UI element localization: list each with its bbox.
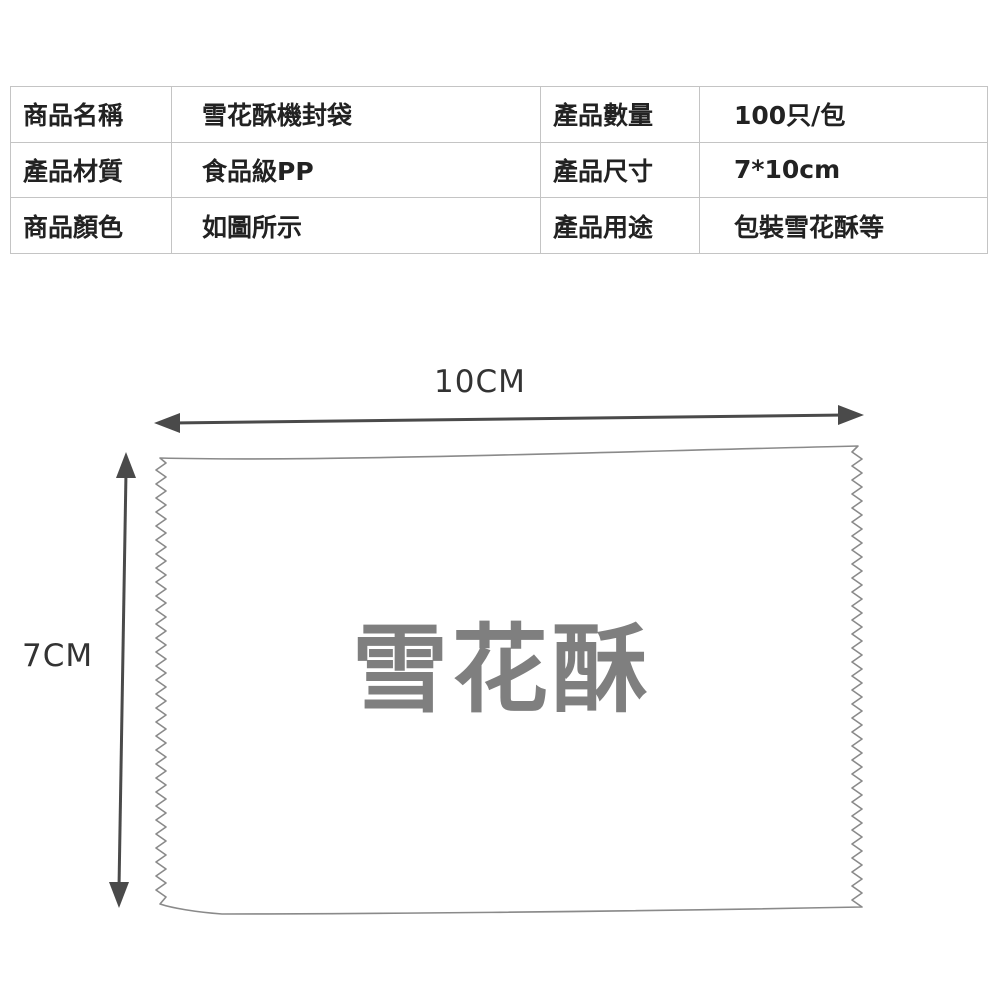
- product-material-value: 食品級PP: [171, 141, 541, 199]
- product-color-value: 如圖所示: [171, 197, 541, 254]
- product-name-label: 商品名稱: [10, 86, 172, 143]
- height-dimension-label: 7CM: [22, 638, 94, 674]
- product-name-value: 雪花酥機封袋: [171, 86, 541, 143]
- width-dimension-label: 10CM: [434, 364, 526, 400]
- product-quantity-value: 100只/包: [699, 86, 988, 143]
- width-arrow: [154, 405, 864, 433]
- bag-outline: [155, 445, 863, 915]
- product-quantity-label: 產品數量: [540, 86, 700, 143]
- spec-table: 商品名稱 雪花酥機封袋 產品數量 100只/包 產品材質 食品級PP 產品尺寸 …: [10, 86, 988, 254]
- table-row: 產品材質 食品級PP 產品尺寸 7*10cm: [10, 141, 988, 199]
- height-arrow: [109, 452, 136, 908]
- product-usage-label: 產品用途: [540, 197, 700, 254]
- product-usage-value: 包裝雪花酥等: [699, 197, 988, 254]
- table-row: 商品名稱 雪花酥機封袋 產品數量 100只/包: [10, 86, 988, 143]
- bag-print-text: 雪花酥: [352, 614, 652, 726]
- table-row: 商品顏色 如圖所示 產品用途 包裝雪花酥等: [10, 197, 988, 254]
- product-color-label: 商品顏色: [10, 197, 172, 254]
